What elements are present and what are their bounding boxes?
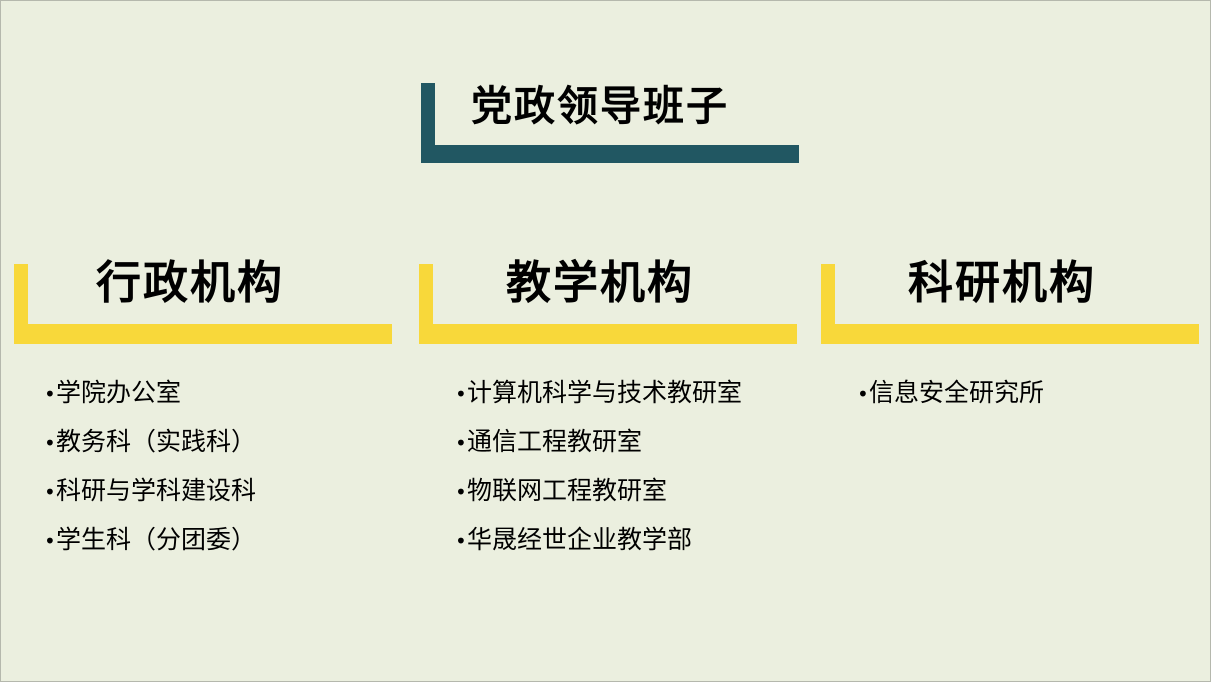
list-item: •计算机科学与技术教研室: [455, 378, 743, 407]
leadership-title: 党政领导班子: [471, 82, 729, 130]
list-item-text: 学院办公室: [56, 378, 182, 407]
leadership-bracket-vertical: [421, 83, 435, 163]
list-item: •物联网工程教研室: [455, 476, 668, 505]
list-item-text: 教务科（实践科）: [56, 427, 257, 456]
teaching-column-title: 教学机构: [506, 256, 695, 309]
admin-bracket-horizontal: [14, 324, 392, 344]
list-item: •科研与学科建设科: [44, 476, 257, 505]
teaching-bracket-horizontal: [419, 324, 797, 344]
list-item: •华晟经世企业教学部: [455, 525, 693, 554]
research-column: 科研机构 •信息安全研究所: [821, 258, 1201, 584]
admin-column-title: 行政机构: [96, 256, 285, 309]
list-item-text: 通信工程教研室: [467, 427, 643, 456]
list-item-text: 计算机科学与技术教研室: [467, 378, 743, 407]
list-item: •信息安全研究所: [857, 378, 1045, 407]
research-list: •信息安全研究所: [857, 374, 1044, 423]
list-item: •通信工程教研室: [455, 427, 643, 456]
teaching-list: •计算机科学与技术教研室 •通信工程教研室 •物联网工程教研室 •华晟经世企业教…: [455, 374, 742, 570]
admin-list: •学院办公室 •教务科（实践科） •科研与学科建设科 •学生科（分团委）: [44, 374, 256, 570]
research-bracket-horizontal: [821, 324, 1199, 344]
research-column-title: 科研机构: [908, 256, 1097, 309]
list-item-text: 科研与学科建设科: [56, 476, 257, 505]
teaching-column: 教学机构 •计算机科学与技术教研室 •通信工程教研室 •物联网工程教研室 •华晟…: [419, 258, 799, 584]
leadership-block: 党政领导班子: [421, 83, 799, 163]
list-item-text: 学生科（分团委）: [56, 525, 257, 554]
admin-column: 行政机构 •学院办公室 •教务科（实践科） •科研与学科建设科 •学生科（分团委…: [14, 258, 394, 584]
leadership-bracket-horizontal: [421, 145, 799, 163]
list-item-text: 信息安全研究所: [869, 378, 1045, 407]
list-item-text: 物联网工程教研室: [467, 476, 668, 505]
list-item: •教务科（实践科）: [44, 427, 257, 456]
list-item: •学生科（分团委）: [44, 525, 257, 554]
list-item-text: 华晟经世企业教学部: [467, 525, 693, 554]
list-item: •学院办公室: [44, 378, 182, 407]
